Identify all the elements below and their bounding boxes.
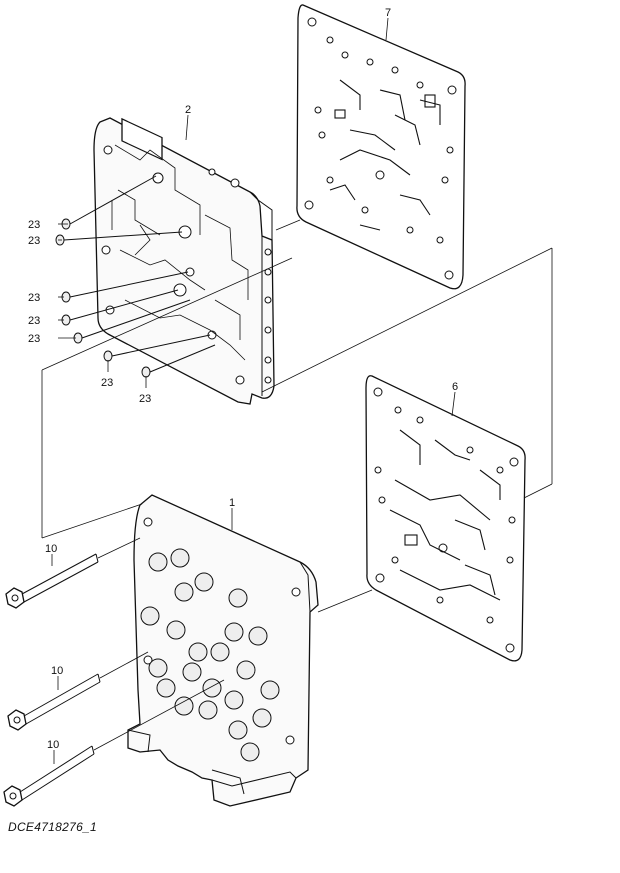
- callout-upper-body: 2: [185, 104, 191, 116]
- callout-plug: 23: [28, 292, 40, 304]
- callout-bolt: 10: [45, 543, 57, 555]
- callout-bolt: 10: [51, 665, 63, 677]
- callout-plate-lower: 6: [452, 381, 458, 393]
- callout-bolt: 10: [47, 739, 59, 751]
- plug: [61, 271, 189, 303]
- callout-lower-body: 1: [229, 497, 235, 509]
- plug: [61, 289, 179, 326]
- bolt: [5, 537, 141, 609]
- callout-plug: 23: [101, 377, 113, 389]
- callout-plug: 23: [139, 393, 151, 405]
- bolt: [3, 679, 225, 807]
- document-id: DCE4718276_1: [8, 820, 98, 834]
- separator-plate-lower: [365, 375, 526, 662]
- callout-plug: 23: [28, 315, 40, 327]
- callout-plug: 23: [28, 219, 40, 231]
- callout-plug: 23: [28, 235, 40, 247]
- callout-labels: 7 2 6 1 23 23 23 23 23 23 23 10 10 10: [28, 7, 458, 751]
- valve-body-lower: [127, 494, 319, 807]
- callout-plug: 23: [28, 333, 40, 345]
- bolt: [7, 651, 149, 731]
- valve-body-upper: [93, 117, 275, 405]
- callout-plate-upper: 7: [385, 7, 391, 19]
- separator-plate-upper: [296, 4, 466, 290]
- solenoid-ports: [140, 548, 280, 762]
- assembly-lines: [41, 17, 553, 764]
